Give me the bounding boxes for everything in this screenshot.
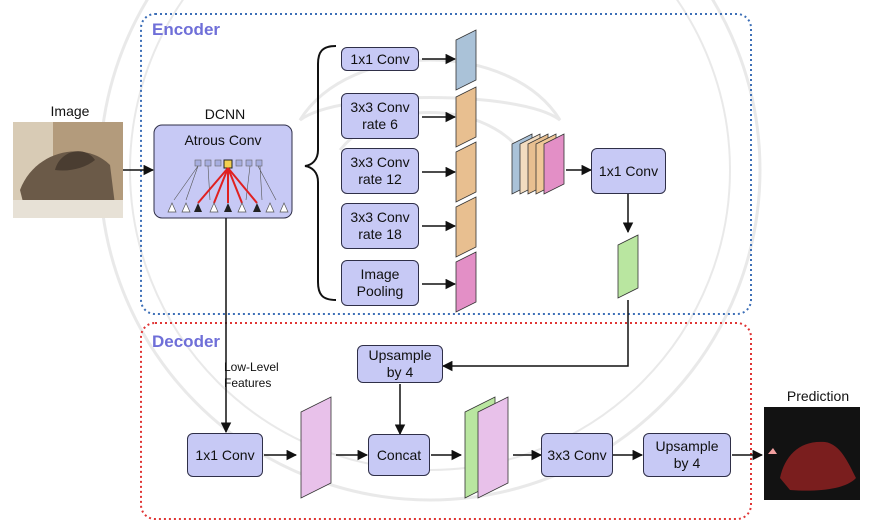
aspp-branch-line1: 3x3 Conv [350, 99, 409, 116]
decoder-3x3-conv[interactable]: 3x3 Conv [541, 433, 613, 477]
encoder-label: Encoder [152, 20, 220, 40]
upsample-line2: by 4 [674, 455, 700, 472]
decoder-upsample-1[interactable]: Upsample by 4 [357, 345, 443, 383]
upsample-line2: by 4 [387, 364, 413, 381]
decoder-upsample-2[interactable]: Upsample by 4 [643, 433, 731, 477]
aspp-branch-line1: 1x1 Conv [350, 51, 409, 68]
low-level-feature [301, 397, 331, 498]
aspp-brace [305, 46, 336, 300]
watermark-seal [100, 0, 760, 500]
decoder-concat-features [465, 397, 508, 498]
low-level-line2: Features [224, 376, 296, 392]
low-level-features-label: Low-Level Features [224, 360, 296, 391]
aspp-branch-line2: rate 6 [362, 116, 398, 133]
aspp-branch-line2: Pooling [357, 283, 404, 300]
low-level-line1: Low-Level [224, 360, 296, 376]
upsample-line1: Upsample [368, 347, 431, 364]
dcnn-title: DCNN [190, 106, 260, 122]
atrous-conv-label: Atrous Conv [160, 132, 286, 148]
decoder-concat[interactable]: Concat [368, 434, 430, 476]
encoder-output-feature [618, 235, 638, 298]
aspp-branch-line1: 3x3 Conv [350, 209, 409, 226]
prediction-image [764, 407, 860, 500]
aspp-branch-line2: rate 12 [358, 171, 402, 188]
aspp-branch-rate-12[interactable]: 3x3 Conv rate 12 [341, 148, 419, 194]
upsample-line1: Upsample [655, 438, 718, 455]
input-image [13, 122, 123, 218]
aspp-branch-1x1-conv[interactable]: 1x1 Conv [341, 47, 419, 71]
aspp-feature-maps [456, 30, 476, 312]
decoder-label: Decoder [152, 332, 220, 352]
aspp-branch-line2: rate 18 [358, 226, 402, 243]
aspp-concat-features [512, 134, 564, 194]
input-image-label: Image [30, 103, 110, 119]
prediction-label: Prediction [770, 388, 866, 404]
decoder-1x1-conv[interactable]: 1x1 Conv [187, 433, 263, 477]
aspp-branch-rate-18[interactable]: 3x3 Conv rate 18 [341, 203, 419, 249]
encoder-1x1-conv[interactable]: 1x1 Conv [591, 148, 666, 194]
decoder-region [141, 323, 751, 519]
aspp-branch-rate-6[interactable]: 3x3 Conv rate 6 [341, 93, 419, 139]
aspp-branch-line1: 3x3 Conv [350, 154, 409, 171]
aspp-branch-image-pooling[interactable]: Image Pooling [341, 260, 419, 306]
aspp-branch-line1: Image [361, 266, 400, 283]
